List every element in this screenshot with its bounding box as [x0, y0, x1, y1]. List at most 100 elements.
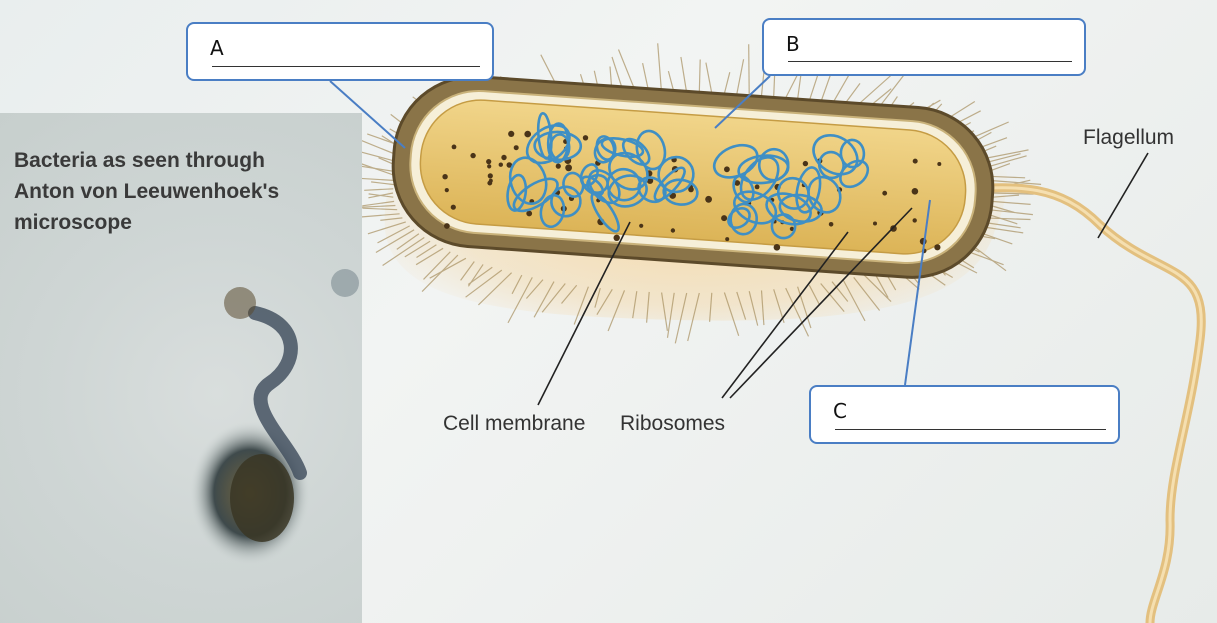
pilus: [666, 292, 675, 338]
pilus: [465, 269, 503, 298]
answer-line-b[interactable]: [788, 61, 1072, 62]
pilus: [988, 209, 1033, 216]
ribosome: [555, 163, 561, 169]
ribosome: [646, 177, 654, 184]
pilus: [368, 192, 394, 199]
ribosome: [498, 162, 503, 167]
pilus: [507, 277, 533, 324]
pilus: [748, 44, 750, 95]
pilus: [357, 161, 398, 177]
pilus: [371, 181, 395, 186]
pilus: [797, 286, 812, 329]
dna-loop: [776, 176, 810, 210]
pilus: [831, 281, 849, 302]
pilus: [573, 286, 589, 325]
leader-lines: [329, 75, 1149, 406]
ribosome: [613, 234, 620, 241]
ribosome: [873, 221, 877, 226]
ribosome: [773, 244, 781, 251]
pilus: [415, 247, 444, 266]
label-box-b[interactable]: B: [762, 18, 1086, 76]
pilus: [820, 72, 832, 103]
ribosome: [934, 244, 941, 251]
dna-loop: [729, 202, 759, 236]
pilus: [364, 188, 394, 191]
dna-loop: [812, 134, 859, 176]
pilus: [736, 291, 747, 320]
flagellum-label: Flagellum: [1083, 126, 1175, 149]
ribosome: [451, 144, 457, 150]
pilus: [661, 292, 668, 331]
pilus: [991, 200, 1031, 205]
pilus: [785, 287, 810, 337]
ribosome: [470, 152, 476, 159]
pilus: [680, 56, 688, 94]
dna-loop: [653, 166, 686, 202]
dna-loop: [839, 138, 866, 169]
leader-line-flagellum: [1097, 152, 1149, 239]
answer-line-c[interactable]: [835, 429, 1106, 430]
ribosome: [450, 204, 456, 210]
ribosome: [639, 223, 644, 228]
pilus: [990, 179, 1042, 185]
nucleoid-dna: [506, 111, 870, 240]
pilus: [382, 237, 425, 266]
caption-line: microscope: [14, 211, 132, 234]
pilus: [511, 274, 523, 295]
pilus: [723, 292, 740, 336]
ribosome: [937, 162, 942, 166]
dna-loop: [508, 156, 548, 205]
ribosome: [724, 166, 730, 173]
pilus: [698, 59, 701, 94]
ribosome: [911, 188, 919, 195]
ribosome: [734, 180, 741, 186]
pilus: [748, 291, 759, 326]
pilus: [594, 287, 601, 308]
ribosome: [882, 190, 888, 196]
pilus: [808, 284, 820, 305]
label-letter-b: B: [786, 32, 800, 56]
answer-line-a[interactable]: [212, 66, 480, 67]
pilus: [356, 177, 396, 182]
micrograph-caption: Bacteria as seen through Anton von Leeuw…: [14, 145, 344, 238]
leader-line-ribosome-1: [721, 231, 849, 399]
pilus: [990, 204, 1015, 214]
label-box-a[interactable]: A: [186, 22, 494, 81]
ribosome: [513, 145, 519, 151]
dna-loop: [807, 175, 842, 214]
ribosome: [754, 184, 760, 190]
pilus: [360, 213, 400, 218]
ribosome: [828, 222, 834, 227]
dna-loop: [635, 129, 667, 171]
pilus: [421, 254, 459, 293]
pilus: [375, 229, 415, 254]
ribosome: [501, 154, 507, 161]
dna-loop: [539, 193, 566, 229]
leader-line-c: [904, 199, 931, 386]
label-box-c[interactable]: C: [809, 385, 1120, 444]
ribosome: [486, 159, 492, 165]
flagellum-highlight: [958, 186, 1203, 623]
pilus: [467, 264, 484, 287]
bacterium-spot: [224, 287, 256, 319]
pilus: [842, 279, 866, 322]
pilus: [687, 292, 700, 342]
ribosome: [488, 178, 493, 183]
dna-loop: [739, 156, 780, 201]
dna-loop: [607, 174, 648, 208]
pilus: [396, 233, 420, 250]
pilus: [632, 291, 638, 319]
dna-loop: [637, 176, 667, 204]
dna-loop: [536, 111, 553, 160]
ribosome: [705, 195, 712, 203]
ribosome: [487, 164, 492, 169]
pilus: [785, 75, 798, 99]
ribosome: [912, 158, 918, 164]
caption-line: Bacteria as seen through: [14, 149, 265, 172]
pilus: [723, 72, 731, 94]
dna-loop: [733, 190, 778, 225]
cell-membrane-label: Cell membrane: [443, 412, 586, 435]
pilus: [983, 217, 1031, 221]
